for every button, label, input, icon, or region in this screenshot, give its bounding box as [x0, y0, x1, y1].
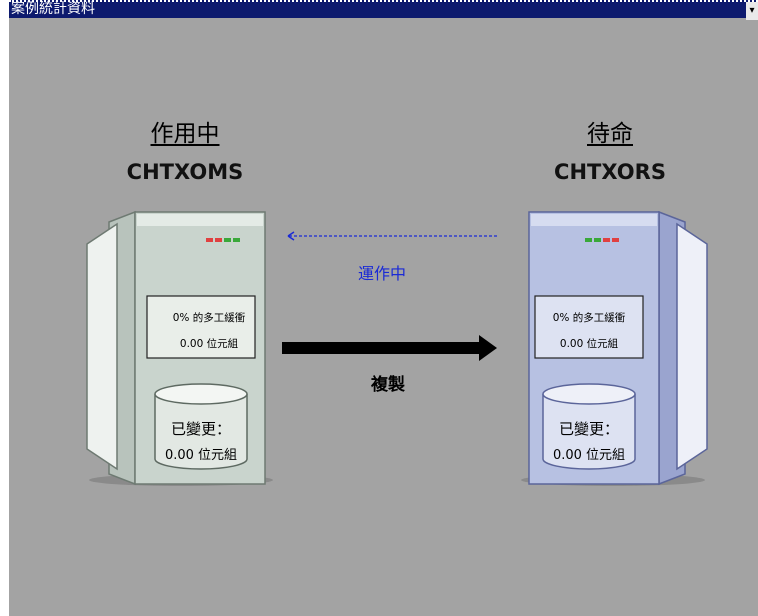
panel-title-bar: 案例統計資料 ▾ — [9, 0, 758, 20]
replication-arrow — [282, 335, 497, 361]
standby-role-label: 待命 — [587, 121, 633, 147]
standby-buffer-bytes: 0.00 位元組 — [559, 338, 619, 350]
active-server-icon — [86, 210, 273, 486]
active-changed-label: 已變更： — [170, 420, 231, 438]
standby-changed-label: 已變更： — [558, 420, 619, 438]
standby-buffer-percent: 0% 的多工緩衝 — [552, 312, 626, 324]
active-buffer-percent: 0% 的多工緩衝 — [172, 312, 246, 324]
active-hostname: CHTXOMS — [126, 160, 244, 184]
active-role-label: 作用中 — [150, 121, 220, 147]
scenario-statistics-panel: 案例統計資料 ▾ 作用中 CHTXOMS 待命 CHTXORS 運作中 複製 — [9, 0, 758, 616]
standby-hostname: CHTXORS — [554, 160, 666, 184]
standby-changed-value: 0.00 位元組 — [552, 448, 626, 463]
active-changed-value: 0.00 位元組 — [164, 448, 238, 463]
heartbeat-label: 運作中 — [358, 264, 407, 283]
window-left-margin — [0, 0, 9, 616]
heartbeat-arrow — [287, 231, 499, 241]
replication-label: 複製 — [371, 375, 405, 395]
standby-server-icon — [521, 210, 708, 486]
panel-title: 案例統計資料 — [11, 1, 95, 17]
active-buffer-bytes: 0.00 位元組 — [179, 338, 239, 350]
dropdown-arrow-icon[interactable]: ▾ — [746, 2, 758, 20]
